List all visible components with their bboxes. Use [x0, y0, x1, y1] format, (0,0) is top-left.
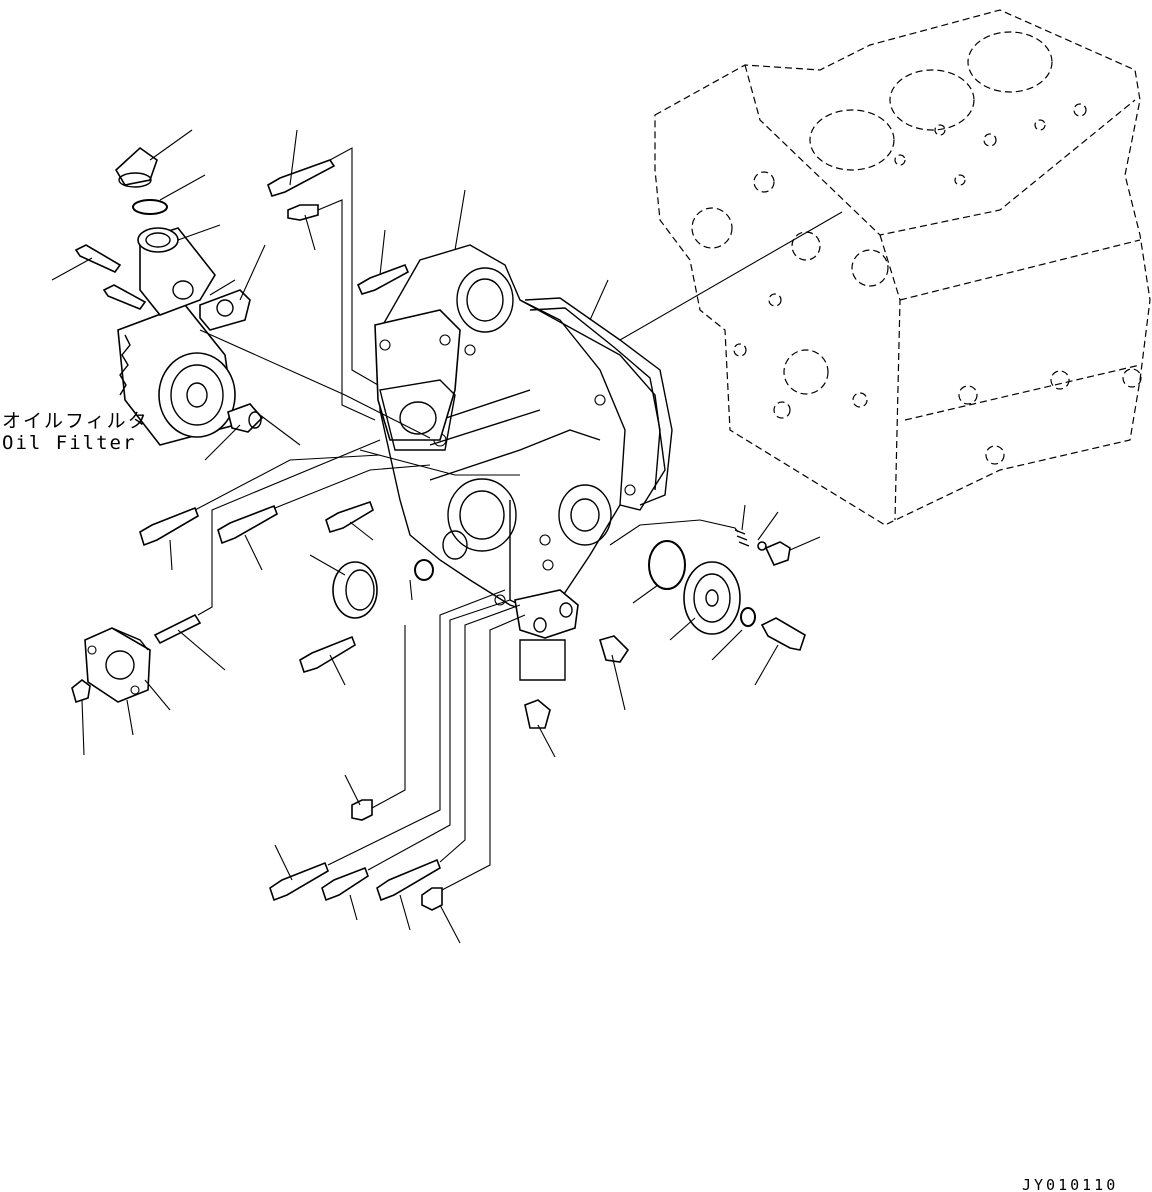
o-ring-small	[414, 559, 434, 581]
leader-lines	[51, 129, 843, 944]
oil-filter-cartridge	[117, 304, 236, 446]
cylinder-block	[654, 9, 1151, 526]
oil-passage-block	[514, 589, 579, 681]
stud-bolt	[153, 613, 202, 645]
regulator-cover	[683, 561, 741, 635]
o-ring-cap	[132, 199, 168, 215]
front-plate-upper	[374, 309, 461, 451]
cover-plate	[84, 627, 151, 703]
oil-filter-label-jp: オイルフィルタ	[2, 410, 149, 432]
check-ball	[757, 541, 767, 551]
bolts	[74, 159, 806, 911]
oil-seal	[332, 561, 378, 619]
filter-gasket	[199, 289, 251, 331]
filter-nipple	[227, 403, 264, 433]
oil-filter-head	[137, 227, 216, 316]
o-ring-large	[648, 540, 686, 590]
gear-case-gasket	[524, 297, 673, 506]
hex-nut	[71, 678, 91, 704]
oil-filler-cap	[114, 146, 158, 188]
drawing-code: JY010110	[1022, 1176, 1119, 1192]
oil-filter-label-en: Oil Filter	[2, 432, 137, 454]
o-ring-bolt	[740, 607, 756, 627]
relief-spring	[734, 529, 750, 547]
